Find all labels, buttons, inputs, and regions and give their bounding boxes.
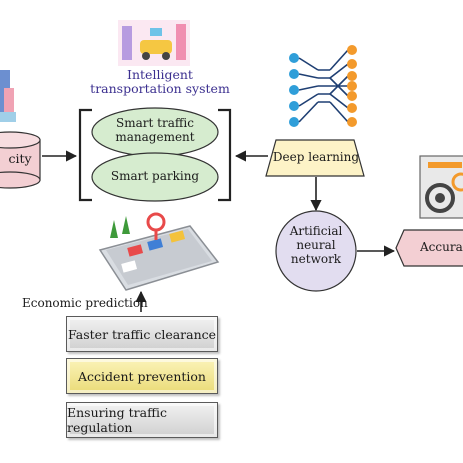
its-title: Intelligent transportation system [90, 67, 230, 97]
left-bracket [78, 108, 92, 202]
smart-traffic-label: Smart traffic management [115, 116, 195, 144]
parking-tablet-icon [98, 212, 220, 291]
smart-parking-label: Smart parking [110, 169, 200, 183]
ann-label: Artificial neural network [289, 224, 343, 266]
smart-city-illustration-icon [118, 20, 190, 66]
accuracy-label: Accura [420, 241, 463, 254]
ensuring-traffic-regulation-label: Ensuring traffic regulation [67, 405, 167, 435]
deep-learning-shape [265, 139, 365, 177]
accident-prevention-bar: Accident prevention [66, 358, 218, 394]
city-cylinder [0, 131, 41, 189]
ensuring-traffic-regulation-bar: Ensuring traffic regulation [66, 402, 218, 438]
neural-network-icon [289, 45, 357, 127]
city-buildings-icon [0, 70, 16, 122]
ann-circle [275, 210, 357, 292]
economic-prediction-label: Economic prediction [22, 296, 148, 310]
faster-traffic-clearance-label: Faster traffic clearance [67, 326, 217, 342]
accuracy-gear-icon [419, 155, 463, 219]
accuracy-shape [395, 229, 463, 267]
accident-prevention-label: Accident prevention [78, 368, 206, 384]
city-label: city [8, 151, 32, 166]
smart-parking-ellipse [91, 152, 219, 202]
faster-traffic-clearance-bar: Faster traffic clearance [66, 316, 218, 352]
deep-learning-label: Deep learning [272, 150, 360, 164]
right-bracket [218, 108, 232, 202]
